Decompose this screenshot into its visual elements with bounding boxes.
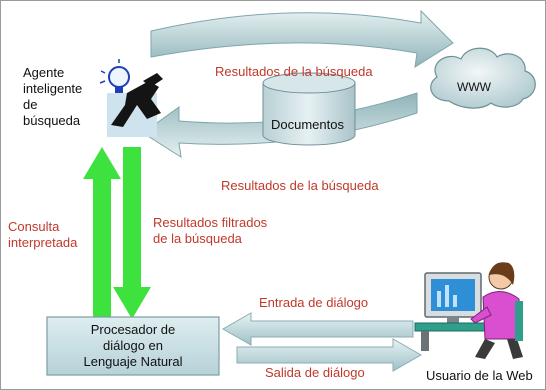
www-cloud-icon: [430, 47, 536, 109]
user-label: Usuario de la Web: [426, 368, 533, 383]
consulta-interpretada-arrow: [83, 147, 121, 319]
resultados-filtrados-label: Resultados filtrados de la búsqueda: [153, 215, 267, 247]
processor-label-line: diálogo en: [103, 338, 163, 353]
entrada-dialogo-label: Entrada de diálogo: [259, 295, 369, 310]
consulta-label-line: Consulta: [8, 219, 60, 234]
consulta-label-line: interpretada: [8, 235, 78, 250]
resultados-filtrados-line: de la búsqueda: [153, 231, 242, 246]
documents-label: Documentos: [271, 117, 344, 132]
processor-label-line: Procesador de: [90, 322, 176, 337]
documents-cylinder-icon: [262, 72, 356, 146]
agent-label-line: de: [23, 97, 38, 112]
salida-dialogo-label: Salida de diálogo: [265, 365, 365, 380]
agent-label-line: búsqueda: [23, 113, 81, 128]
detective-with-lightbulb-icon: [99, 59, 163, 137]
resultados-filtrados-arrow: [113, 147, 151, 319]
processor-label: Procesador de diálogo en Lenguaje Natura…: [47, 322, 219, 370]
top-cycle-arrow: [150, 9, 454, 69]
resultados-filtrados-line: Resultados filtrados: [153, 215, 268, 230]
processor-label-line: Lenguaje Natural: [83, 354, 183, 369]
agent-label: Agente inteligente de búsqueda: [23, 65, 82, 129]
top-results-label: Resultados de la búsqueda: [215, 64, 373, 79]
consulta-interpretada-label: Consulta interpretada: [8, 219, 77, 251]
www-label: WWW: [457, 80, 491, 94]
agent-label-line: Agente: [23, 65, 65, 80]
agent-label-line: inteligente: [23, 81, 83, 96]
bottom-results-label: Resultados de la búsqueda: [221, 178, 379, 193]
processor-box: [46, 316, 220, 376]
person-at-computer-icon: [414, 262, 523, 359]
entrada-dialogo-arrow: [221, 312, 414, 346]
salida-dialogo-arrow: [236, 338, 423, 372]
